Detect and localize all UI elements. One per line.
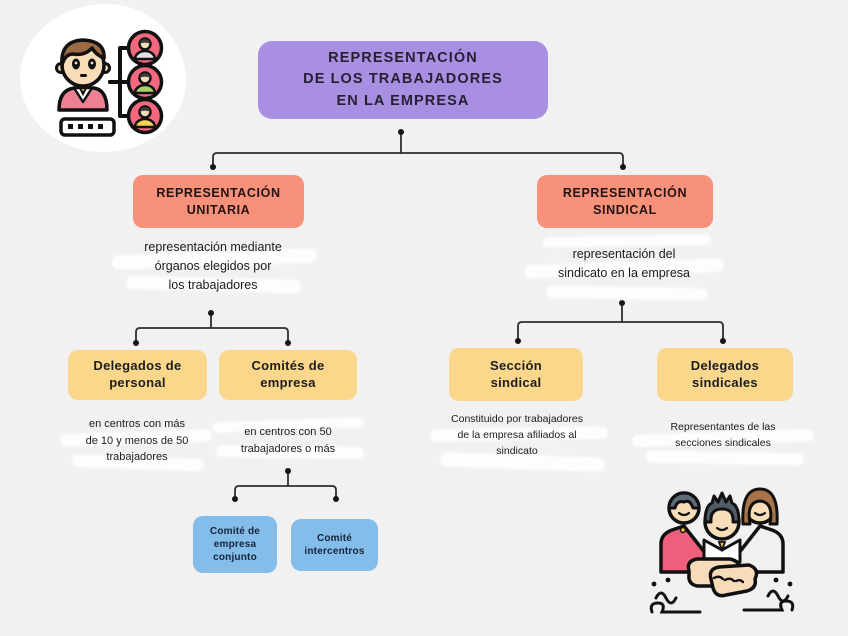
description-representacion-sindical: representación del sindicato en la empre…	[557, 247, 691, 280]
description-comites-de-empresa: en centros con 50 trabajadores o más	[240, 426, 336, 455]
node-representacion-sindical: REPRESENTACIÓN SINDICAL	[537, 175, 713, 228]
teammate-right-figure	[736, 487, 785, 574]
squiggle-dots	[651, 577, 793, 587]
node-root: REPRESENTACIÓN DE LOS TRABAJADORES EN LA…	[258, 41, 548, 119]
member-avatar	[126, 63, 164, 101]
node-seccion-sindical: Sección sindical	[449, 348, 583, 401]
manager-figure	[55, 38, 111, 112]
node-delegados-de-personal: Delegados de personal	[68, 350, 207, 400]
highlight-swash	[645, 450, 805, 466]
description-delegados-de-personal: en centros con más de 10 y menos de 50 t…	[85, 418, 189, 463]
teamwork-handshake-illustration	[649, 487, 795, 614]
description-representacion-unitaria: representación mediante órganos elegidos…	[144, 240, 282, 292]
squiggle-decoration	[649, 589, 795, 614]
org-chart-link-line	[108, 46, 130, 84]
description-delegados-sindicales: Representantes de las secciones sindical…	[670, 421, 776, 449]
node-delegados-sindicales: Delegados sindicales	[657, 348, 793, 401]
keypad-icon	[59, 117, 116, 137]
node-representacion-unitaria: REPRESENTACIÓN UNITARIA	[133, 175, 304, 228]
teammate-center-figure	[702, 491, 742, 564]
org-chart-manager-illustration	[55, 29, 164, 137]
member-avatar	[126, 29, 164, 67]
connector-unitaria-branch	[135, 327, 289, 344]
handshake-icon	[686, 557, 759, 598]
connector-sindical-branch	[517, 321, 724, 342]
connector-root-branch	[212, 152, 624, 168]
org-chart-link-line	[108, 80, 130, 118]
node-comite-intercentros: Comité intercentros	[291, 519, 378, 571]
connector-comites-branch	[234, 485, 337, 500]
node-comites-de-empresa: Comités de empresa	[219, 350, 357, 400]
highlight-swash	[545, 285, 709, 301]
description-seccion-sindical: Constituido por trabajadores de la empre…	[451, 413, 583, 457]
node-comite-de-empresa-conjunto: Comité de empresa conjunto	[193, 516, 277, 573]
member-avatar	[126, 97, 164, 135]
